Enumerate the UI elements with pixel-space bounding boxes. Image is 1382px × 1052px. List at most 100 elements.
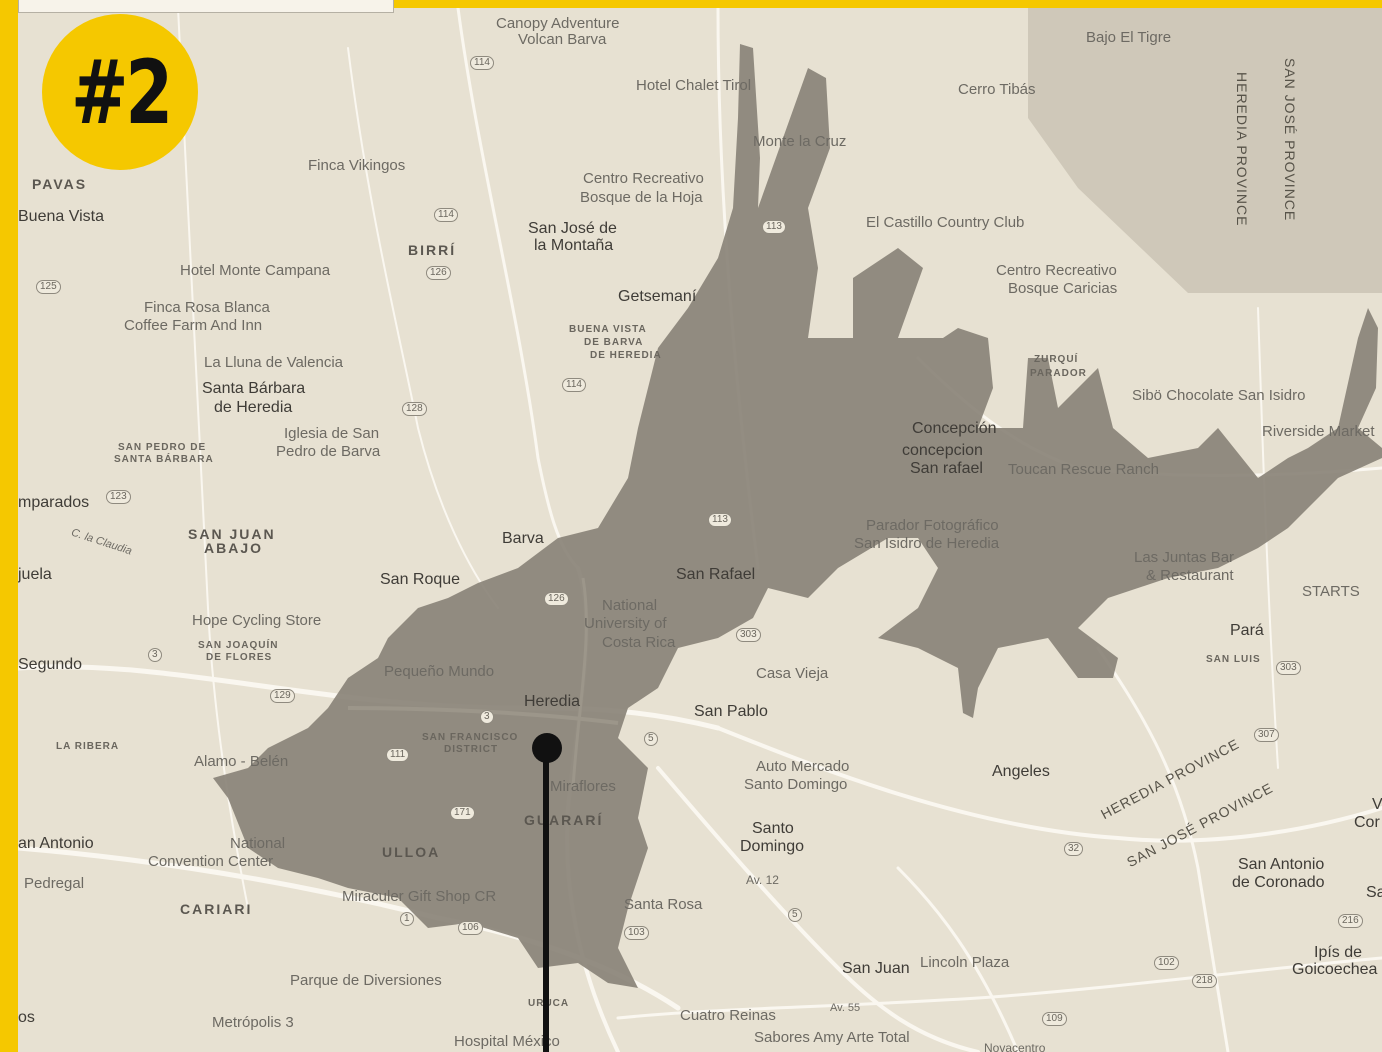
highway-shield: 113 <box>762 220 786 234</box>
place-label: Pequeño Mundo <box>384 663 495 680</box>
place-label: & Restaurant <box>1146 567 1234 584</box>
badge-label: #2 <box>70 40 172 144</box>
highway-shield: 126 <box>426 266 451 280</box>
place-label: DE HEREDIA <box>590 350 662 361</box>
place-label: ZURQUÍ <box>1034 354 1079 365</box>
place-label: Auto Mercado <box>756 758 850 775</box>
place-label: El Castillo Country Club <box>866 214 1025 231</box>
place-label: Las Juntas Bar <box>1134 549 1235 566</box>
place-label: Santo Domingo <box>744 776 848 793</box>
place-label: Pedregal <box>24 875 85 892</box>
highway-shield: 126 <box>544 592 569 606</box>
place-label: Angeles <box>992 763 1050 780</box>
highway-shield: 3 <box>480 710 494 724</box>
place-label: Av. 12 <box>746 873 779 887</box>
place-label: Miraflores <box>550 778 616 795</box>
highway-shield: 3 <box>148 648 162 662</box>
highway-shield: 114 <box>470 56 494 70</box>
place-label: Bosque Caricias <box>1008 280 1118 297</box>
place-label: Finca Rosa Blanca <box>144 299 270 316</box>
place-label: San José de <box>528 220 617 237</box>
place-label: Hope Cycling Store <box>192 612 322 629</box>
place-label: Costa Rica <box>602 634 676 651</box>
place-label: BUENA VISTA <box>569 324 647 335</box>
place-label: V <box>1372 796 1382 813</box>
place-label: Barva <box>502 530 544 547</box>
place-label: National <box>602 597 658 614</box>
place-label: LA RIBERA <box>56 741 120 752</box>
place-label: Centro Recreativo <box>583 170 704 187</box>
highway-shield: 102 <box>1154 956 1179 970</box>
place-label: Cor <box>1354 814 1380 831</box>
location-marker-stem <box>543 750 549 1052</box>
place-label: Centro Recreativo <box>996 262 1117 279</box>
place-label: SAN JUAN <box>188 526 276 542</box>
highway-shield: 129 <box>270 689 295 703</box>
yellow-frame-left <box>0 0 18 1052</box>
place-label: SAN PEDRO DE <box>118 442 207 453</box>
place-label: Novacentro <box>984 1041 1046 1052</box>
place-label: Buena Vista <box>18 208 104 225</box>
place-label: University of <box>584 615 667 632</box>
place-label: SAN FRANCISCO <box>422 732 519 743</box>
place-label: Hotel Chalet Tirol <box>636 77 752 94</box>
place-label: ULLOA <box>382 844 441 860</box>
place-label: Convention Center <box>148 853 274 870</box>
highway-shield: 5 <box>788 908 802 922</box>
place-label: Segundo <box>18 656 83 673</box>
place-label: Sa <box>1366 884 1382 901</box>
place-label: Coffee Farm And Inn <box>124 317 263 334</box>
place-label: Sibö Chocolate San Isidro <box>1132 387 1306 404</box>
highway-shield: 216 <box>1338 914 1363 928</box>
place-label: Hotel Monte Campana <box>180 262 331 279</box>
highway-shield: 113 <box>708 513 732 527</box>
yellow-frame-top <box>0 0 1382 8</box>
place-label: an Antonio <box>18 835 94 852</box>
place-label: la Montaña <box>534 237 614 254</box>
place-label: concepcion <box>902 442 983 459</box>
highway-shield: 5 <box>644 732 658 746</box>
place-label: Santo <box>752 820 794 837</box>
province-boundary-label: SAN JOSÉ PROVINCE <box>1282 58 1298 222</box>
place-label: San rafael <box>910 460 983 477</box>
highway-shield: 218 <box>1192 974 1217 988</box>
map-search-box-edge[interactable] <box>18 0 394 13</box>
highway-shield: 307 <box>1254 728 1279 742</box>
place-label: Cuatro Reinas <box>680 1007 776 1024</box>
place-label: ABAJO <box>204 540 264 556</box>
place-label: de Heredia <box>214 399 293 416</box>
place-label: Pedro de Barva <box>276 443 381 460</box>
highway-shield: 111 <box>386 748 410 762</box>
location-marker-dot <box>532 733 562 763</box>
place-label: Domingo <box>740 838 805 855</box>
place-label: Cerro Tibás <box>958 81 1036 98</box>
highway-shield: 32 <box>1064 842 1084 856</box>
place-label: Bajo El Tigre <box>1086 29 1172 46</box>
place-label: Heredia <box>524 693 581 710</box>
place-label: de Coronado <box>1232 874 1325 891</box>
place-label: Goicoechea <box>1292 961 1378 978</box>
place-label: Volcan Barva <box>518 31 607 48</box>
map-canvas[interactable]: Canopy Adventure Volcan Barva Hotel Chal… <box>18 8 1382 1052</box>
place-label: SANTA BÁRBARA <box>114 454 214 465</box>
highway-shield: 109 <box>1042 1012 1067 1026</box>
highway-shield: 123 <box>106 490 131 504</box>
place-label: DE BARVA <box>584 337 644 348</box>
place-label: San Juan <box>842 960 910 977</box>
highway-shield: 114 <box>434 208 458 222</box>
place-label: os <box>18 1009 35 1026</box>
province-boundary-label: HEREDIA PROVINCE <box>1234 72 1250 227</box>
place-label: San Rafael <box>676 566 756 583</box>
place-label: Concepción <box>912 420 997 437</box>
highway-shield: 125 <box>36 280 61 294</box>
place-label: Bosque de la Hoja <box>580 189 703 206</box>
place-label: La Lluna de Valencia <box>204 354 343 371</box>
place-label: Casa Vieja <box>756 665 829 682</box>
place-label: San Isidro de Heredia <box>854 535 1000 552</box>
place-label: Parque de Diversiones <box>290 972 442 989</box>
place-label: Santa Bárbara <box>202 380 306 397</box>
place-label: Miraculer Gift Shop CR <box>342 888 497 905</box>
place-label: PARADOR <box>1030 368 1087 379</box>
place-label: Sabores Amy Arte Total <box>754 1029 910 1046</box>
highway-shield: 103 <box>624 926 649 940</box>
